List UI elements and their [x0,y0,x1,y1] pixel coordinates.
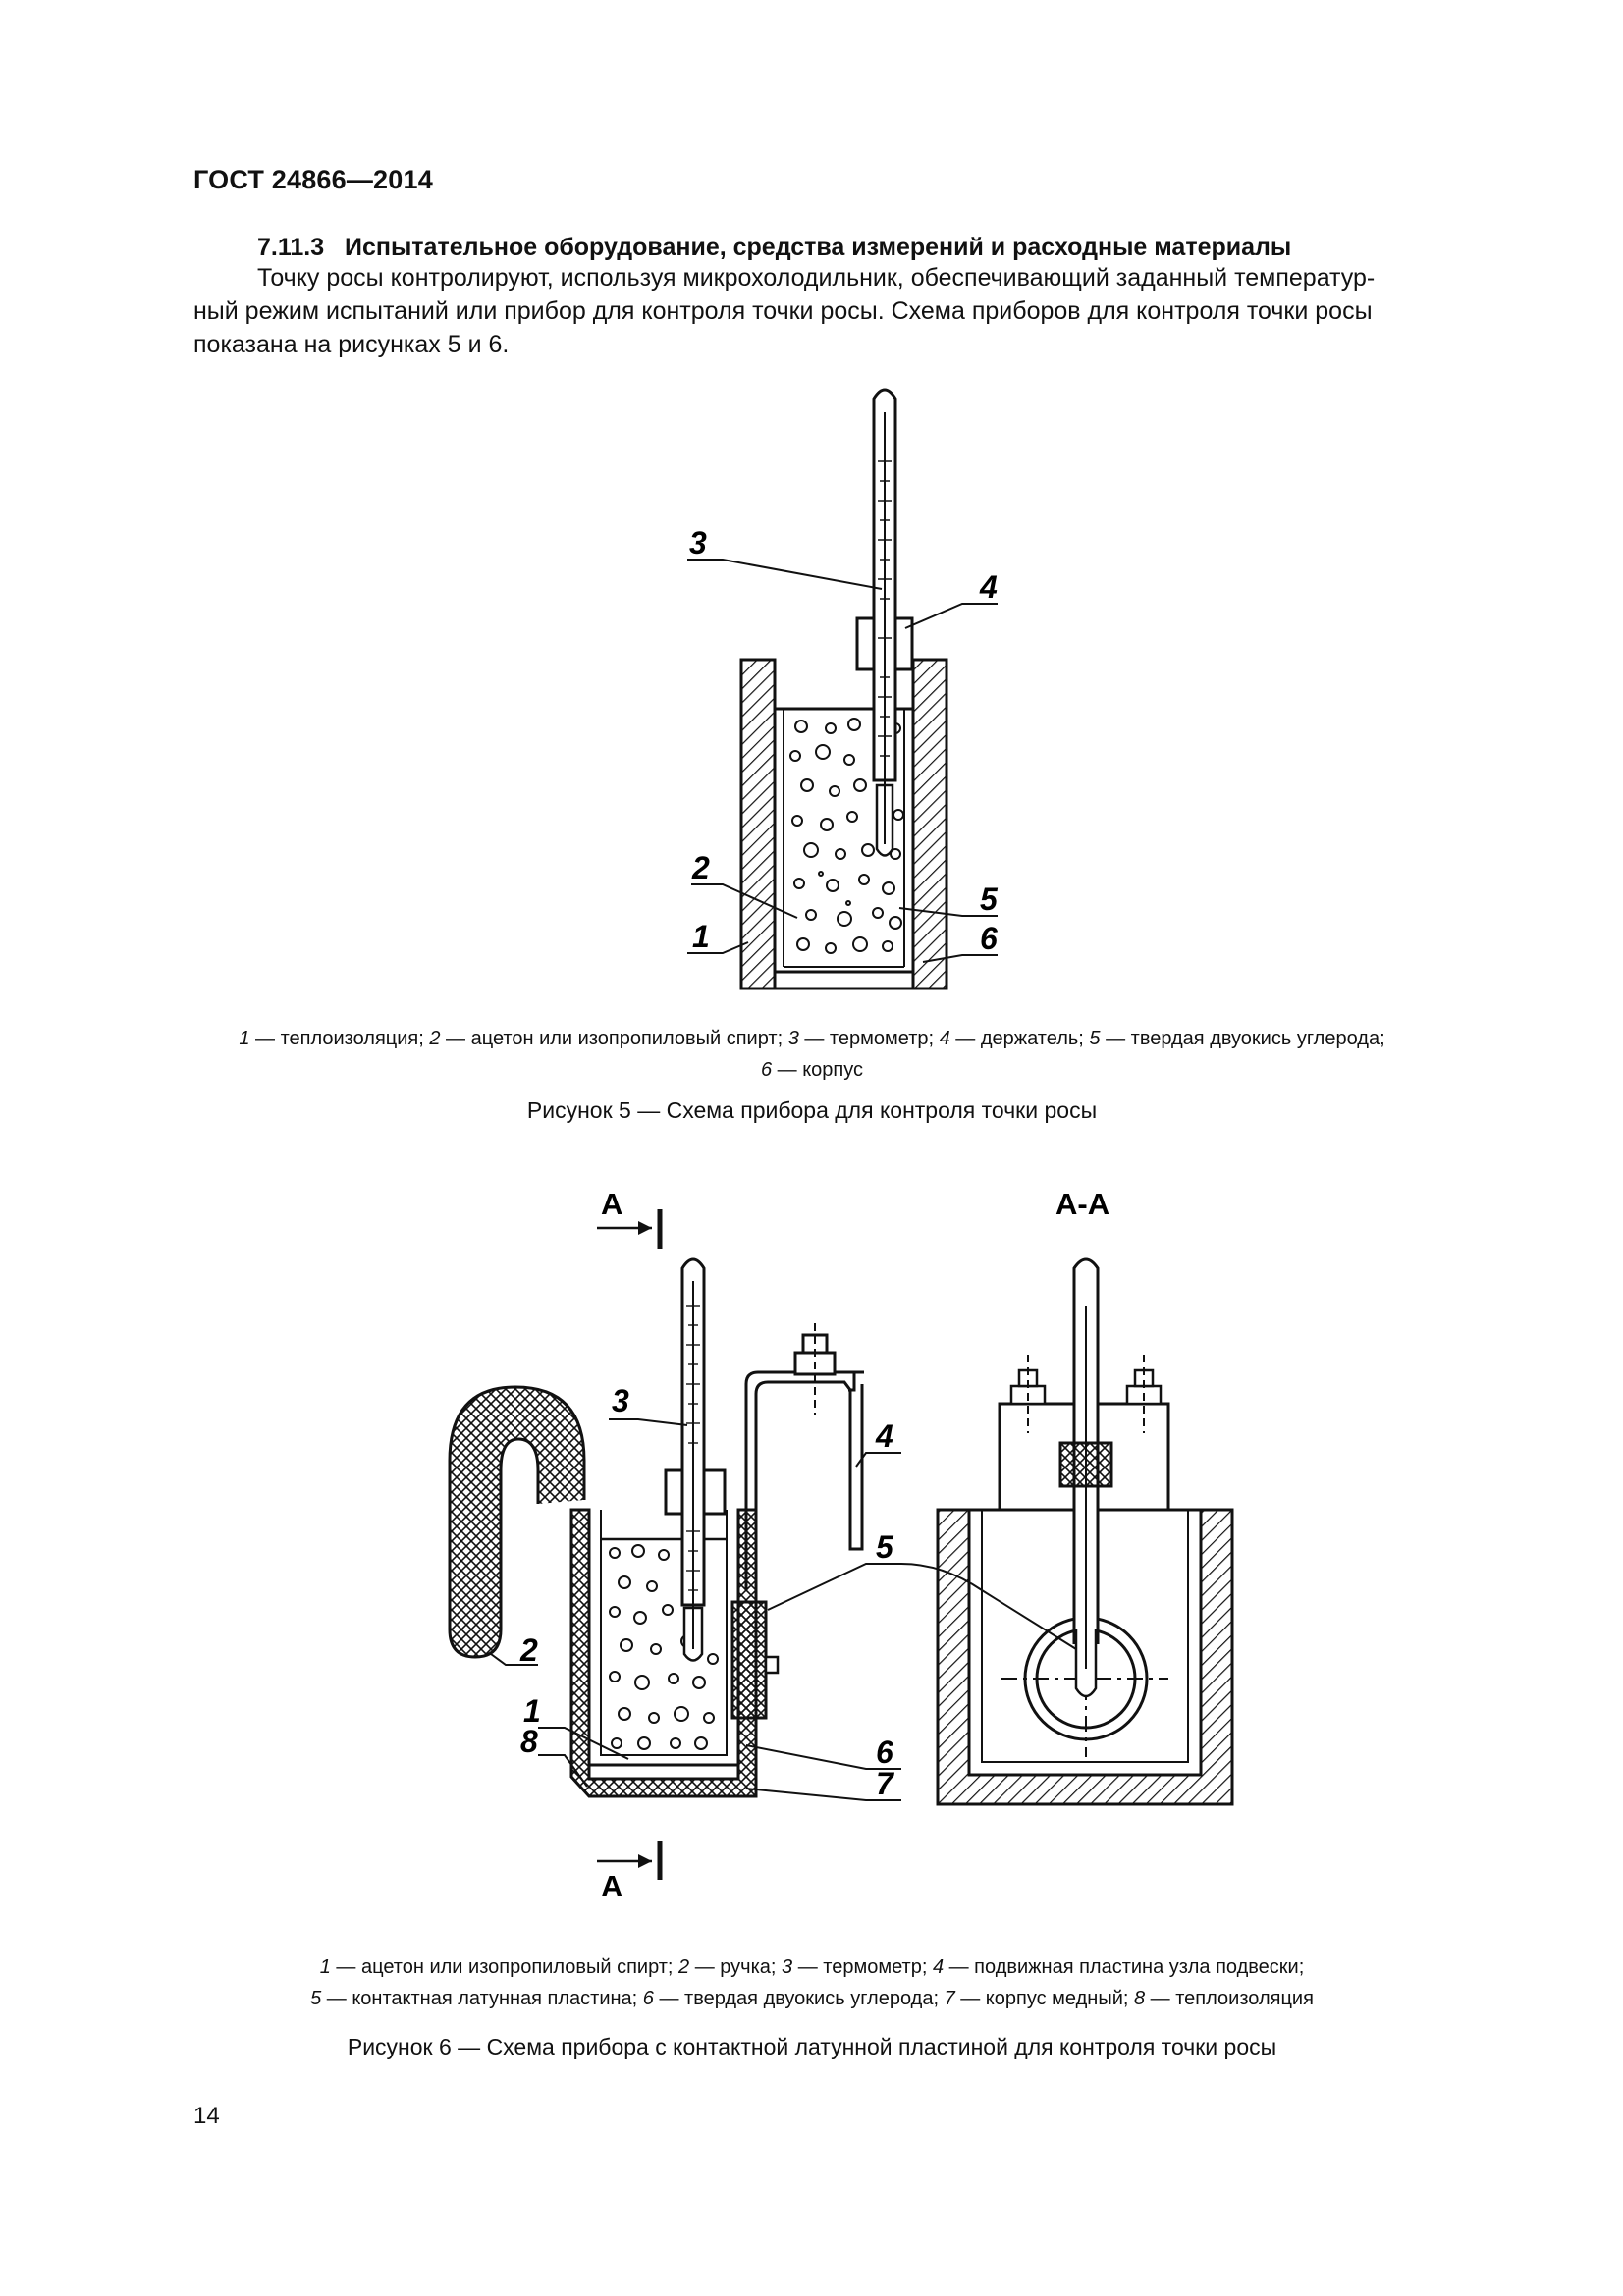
fig6-label-6: 6 [876,1735,893,1770]
legend-index: 3 [782,1956,793,1978]
legend-index: 5 [1089,1028,1101,1049]
fig6-label-2: 2 [519,1632,538,1668]
legend-text: — ацетон или изопропиловый спирт; [440,1028,788,1049]
thermometer-scale [686,1305,700,1591]
fig5-label-2: 2 [691,850,710,885]
page-number: 14 [193,2103,220,2129]
figure-5-drawing: 3 4 2 5 1 6 [687,388,999,990]
legend-index: 3 [787,1028,799,1049]
thermometer-scale [878,460,892,757]
suspension-assembly [744,1323,864,1590]
legend-text: — корпус медный; [954,1988,1134,2009]
legend-text: — термометр; [792,1956,933,1978]
legend-index: 8 [1134,1988,1146,2009]
fig6-label-7: 7 [876,1766,895,1801]
legend-index: 2 [678,1956,690,1978]
legend-index: 7 [944,1988,955,2009]
legend-text: — корпус [772,1059,864,1081]
legend-index: 4 [932,1956,945,1978]
section-mark-bottom: A [597,1841,663,1903]
insulation-walls [739,658,948,990]
fig6-label-3: 3 [612,1383,629,1418]
legend-text: — ацетон или изопропиловый спирт; [330,1956,679,1978]
section-mark-top: A [597,1187,663,1249]
thermometer [872,388,897,857]
handle [448,1385,586,1659]
paragraph-line: ный режим испытаний или прибор для контр… [193,297,1373,325]
fig5-label-4: 4 [979,569,998,605]
legend-text: — термометр; [798,1028,940,1049]
section-aa-view [900,1257,1234,1806]
figure-5-title: Рисунок 5 — Схема прибора для контроля т… [526,1097,1098,1123]
section-title: Испытательное оборудование, средства изм… [344,234,1292,261]
section-letter: A [601,1869,622,1903]
contact-plate-lug [764,1655,780,1675]
figure-6-title: Рисунок 6 — Схема прибора с контактной л… [347,2034,1277,2059]
figure-5-legend: 1 — теплоизоляция; 2 — ацетон или изопро… [193,1023,1431,1086]
fig6-label-1: 1 [523,1693,541,1729]
legend-index: 1 [239,1028,250,1049]
section-number: 7.11.3 [257,234,325,261]
thermometer [680,1257,706,1662]
body-paragraph: Точку росы контролируют, используя микро… [193,261,1431,361]
paragraph-line: показана на рисунках 5 и 6. [193,331,510,358]
section-heading: 7.11.3 Испытательное оборудование, средс… [257,234,1291,262]
fig6-label-4: 4 [875,1418,893,1454]
legend-text: — твердая двуокись углерода; [1100,1028,1385,1049]
insulation-shell [569,1508,758,1798]
legend-index: 6 [642,1988,654,2009]
legend-text: — держатель; [949,1028,1090,1049]
paragraph-line: Точку росы контролируют, используя микро… [257,264,1376,292]
fig5-label-1: 1 [692,919,710,954]
fig6-label-8: 8 [520,1724,538,1759]
figure-6-legend: 1 — ацетон или изопропиловый спирт; 2 — … [193,1951,1431,2014]
figure-6-drawing: A A [448,1187,1234,1903]
legend-text: — твердая двуокись углерода; [653,1988,945,2009]
leader-lines [687,559,998,963]
document-header: ГОСТ 24866—2014 [193,165,433,194]
legend-index: 5 [310,1988,322,2009]
fig5-label-3: 3 [689,525,707,561]
legend-text: — контактная латунная пластина; [321,1988,643,2009]
legend-text: — ручка; [689,1956,783,1978]
section-letter: A [601,1187,622,1221]
dry-ice-bubbles [609,1544,719,1750]
legend-text: — подвижная пластина узла подвески; [944,1956,1305,1978]
legend-index: 6 [760,1059,773,1081]
section-aa-label: A-A [1055,1187,1109,1221]
fig6-label-5: 5 [876,1529,894,1565]
fig5-label-5: 5 [980,881,999,917]
fig5-label-6: 6 [980,921,998,956]
legend-text: — теплоизоляция; [249,1028,430,1049]
contact-plate [730,1600,768,1720]
legend-index: 2 [429,1028,441,1049]
leader-lines [490,1418,901,1801]
legend-index: 1 [319,1956,331,1978]
legend-text: — теплоизоляция [1145,1988,1314,2009]
legend-index: 4 [939,1028,950,1049]
